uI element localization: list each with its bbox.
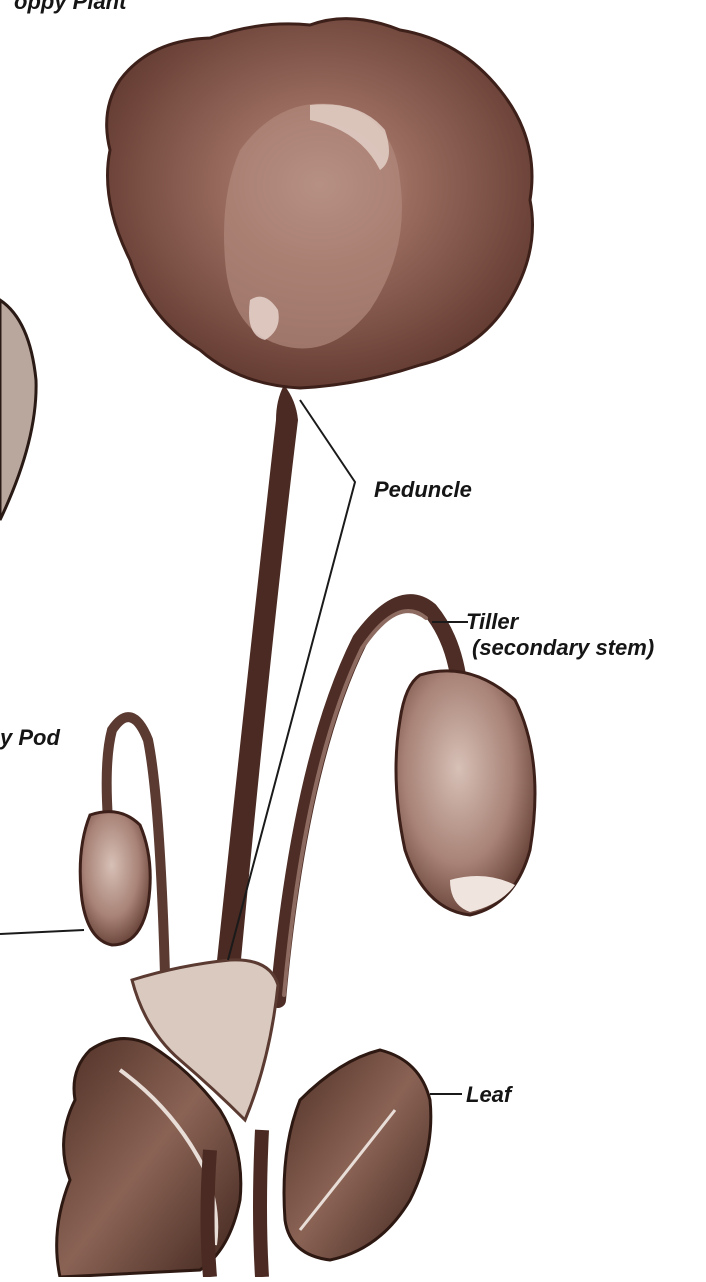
small-bud	[80, 812, 150, 945]
label-tiller-subtitle: (secondary stem)	[472, 636, 654, 660]
label-tiller: Tiller	[466, 610, 518, 634]
label-peduncle: Peduncle	[374, 478, 472, 502]
label-pod: y Pod	[0, 726, 60, 750]
pod-leader	[0, 930, 84, 934]
seed-pod-partial	[0, 300, 36, 520]
label-leaf: Leaf	[466, 1083, 511, 1107]
right-leaf	[284, 1050, 431, 1260]
diagram-title: oppy Plant	[14, 0, 126, 14]
